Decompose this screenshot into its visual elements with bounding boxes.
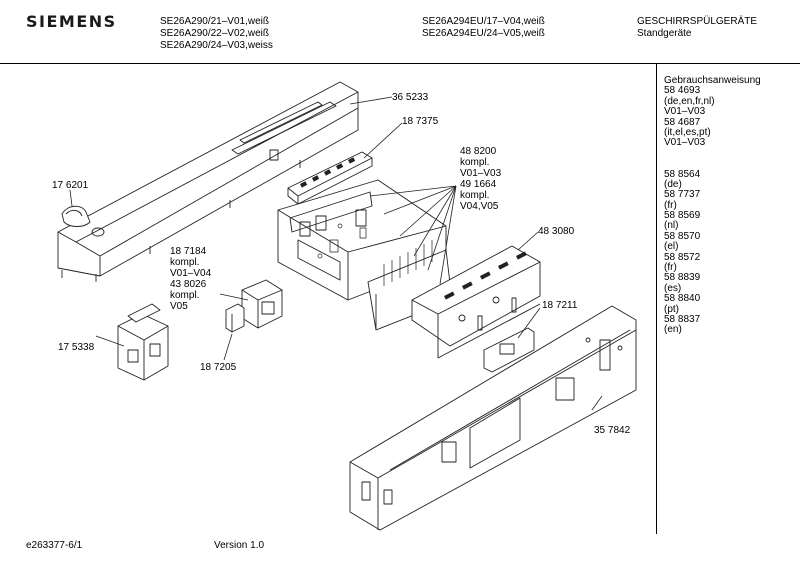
note-line: 58 8564 <box>664 168 701 180</box>
model-line: SE26A294EU/17–V04,weiß <box>422 16 545 27</box>
document-id: e263377-6/1 <box>26 540 83 551</box>
note-line: 58 4687 <box>664 116 701 128</box>
note-line: (de,en,fr,nl) <box>664 95 715 107</box>
part-label-483080: 48 3080 <box>538 226 575 237</box>
main-switch <box>241 279 283 329</box>
note-line: 58 8839 <box>664 272 701 284</box>
note-line: (el) <box>664 241 679 253</box>
note-line: (fr) <box>664 199 677 211</box>
note-line: (it,el,es,pt) <box>664 126 711 138</box>
brand-logo: SIEMENS <box>26 12 117 31</box>
clip-part <box>61 205 91 227</box>
note-line: 58 8840 <box>664 293 701 305</box>
part-label-line: kompl. <box>460 190 490 201</box>
leader-lines <box>69 96 603 411</box>
category-line: GESCHIRRSPÜLGERÄTE <box>637 16 758 27</box>
note-line: (pt) <box>664 303 679 315</box>
category-label: GESCHIRRSPÜLGERÄTE Standgeräte <box>637 16 757 40</box>
part-label-365233: 36 5233 <box>392 92 429 103</box>
part-label-357842: 35 7842 <box>594 425 631 436</box>
note-line: V01–V03 <box>664 106 706 118</box>
model-line: SE26A290/24–V03,weiss <box>160 40 273 51</box>
side-notes: Gebrauchsanweisung 58 4693 (de,en,fr,nl)… <box>664 75 761 336</box>
control-panel-fascia <box>57 81 359 282</box>
note-line: V01–V03 <box>664 137 706 149</box>
holder-frame <box>411 245 541 359</box>
note-line: (en) <box>664 324 682 336</box>
side-divider <box>656 64 657 534</box>
part-label-187184: 18 7184 kompl. V01–V04 43 8026 kompl. V0… <box>170 246 211 312</box>
electronic-module <box>277 179 453 331</box>
note-line: 58 7737 <box>664 189 701 201</box>
part-label-line: kompl. <box>170 290 200 301</box>
note-line: (nl) <box>664 220 679 232</box>
part-label-187375: 18 7375 <box>402 116 439 127</box>
part-label-176201: 17 6201 <box>52 180 89 191</box>
part-label-488200: 48 8200 kompl. V01–V03 49 1664 kompl. V0… <box>460 146 501 212</box>
part-label-175338: 17 5338 <box>58 342 95 353</box>
part-label-line: V01–V04 <box>170 268 212 279</box>
note-line: 58 8570 <box>664 230 701 242</box>
door-switch <box>117 303 169 381</box>
part-label-line: V05 <box>170 301 188 312</box>
part-label-line: V01–V03 <box>460 168 502 179</box>
model-list-b: SE26A294EU/17–V04,weiß SE26A294EU/24–V05… <box>422 16 545 40</box>
panel-housing <box>349 305 637 531</box>
part-label-line: kompl. <box>460 157 490 168</box>
capacitor-part <box>225 303 245 333</box>
model-line: SE26A290/21–V01,weiß <box>160 16 269 27</box>
note-line: 58 8572 <box>664 251 701 263</box>
note-line: 58 4693 <box>664 85 701 97</box>
note-line: (de) <box>664 178 682 190</box>
model-line: SE26A294EU/24–V05,weiß <box>422 28 545 39</box>
note-line: 58 8837 <box>664 313 701 325</box>
note-line: 58 8569 <box>664 210 701 222</box>
small-board <box>483 327 535 373</box>
note-line: (fr) <box>664 262 677 274</box>
part-label-line: 49 1664 <box>460 179 497 190</box>
part-label-line: kompl. <box>170 257 200 268</box>
model-list-a: SE26A290/21–V01,weiß SE26A290/22–V02,wei… <box>160 16 273 52</box>
note-line: Gebrauchsanweisung <box>664 75 761 86</box>
version-label: Version 1.0 <box>214 540 265 551</box>
category-line: Standgeräte <box>637 28 692 39</box>
part-label-187205: 18 7205 <box>200 362 237 373</box>
part-label-line: 43 8026 <box>170 279 207 290</box>
header-divider <box>0 63 800 64</box>
part-label-187211: 18 7211 <box>542 300 578 311</box>
note-line: (es) <box>664 282 682 294</box>
part-label-line: 18 7184 <box>170 246 207 257</box>
part-label-line: 48 8200 <box>460 146 497 157</box>
part-label-line: V04,V05 <box>460 201 499 212</box>
model-line: SE26A290/22–V02,weiß <box>160 28 269 39</box>
